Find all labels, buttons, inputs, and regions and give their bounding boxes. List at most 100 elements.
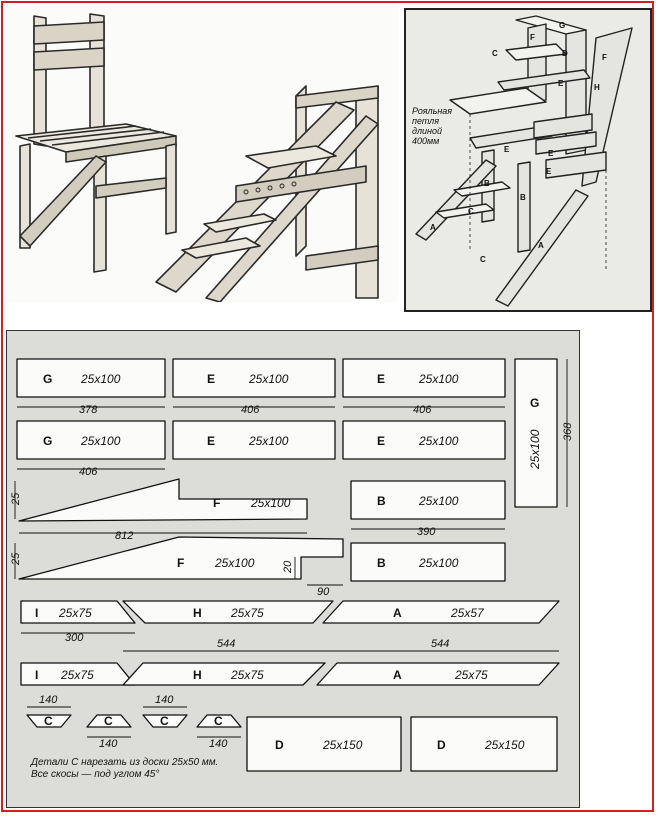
exploded-view: G F F C D E H E E E B B C A C A Рояльная…	[404, 8, 652, 312]
label-a2: A	[538, 241, 544, 250]
part-h1-size: 25x75	[230, 606, 264, 620]
label-g: G	[559, 21, 565, 30]
part-h2-size: 25x75	[230, 668, 264, 682]
part-h2-letter: H	[193, 668, 202, 682]
part-c2-letter: C	[104, 714, 113, 728]
part-g3-size: 25x100	[528, 429, 542, 470]
part-f1	[18, 478, 308, 522]
dim-c-top-2: 140	[155, 694, 174, 706]
part-c1-letter: C	[44, 714, 53, 728]
part-d1-letter: D	[275, 738, 284, 752]
part-d2-letter: D	[437, 738, 446, 752]
label-e3: E	[548, 149, 554, 158]
part-c4-letter: C	[214, 714, 223, 728]
part-f1-size: 25x100	[250, 496, 291, 510]
part-g1-size: 25x100	[80, 372, 121, 386]
dim-a-length: 544	[431, 638, 449, 650]
part-f2-letter: F	[177, 556, 184, 570]
part-i2-letter: I	[35, 668, 38, 682]
cutting-plan: G 25x100 E 25x100 E 25x100 G 25x100 E 25…	[6, 330, 580, 808]
part-g2	[16, 420, 166, 460]
part-d2-size: 25x150	[484, 738, 525, 752]
label-e: E	[558, 79, 564, 88]
part-e4-letter: E	[377, 434, 385, 448]
part-e1-size: 25x100	[248, 372, 289, 386]
dim-g-length-2: 406	[79, 466, 98, 478]
part-h2	[122, 662, 326, 686]
part-b1	[350, 480, 506, 520]
part-e3	[172, 420, 336, 460]
label-h: H	[594, 83, 600, 92]
part-d1	[246, 716, 402, 772]
part-e3-size: 25x100	[248, 434, 289, 448]
part-e2-letter: E	[377, 372, 385, 386]
part-e2-size: 25x100	[418, 372, 459, 386]
dim-c-bottom-1: 140	[99, 738, 118, 750]
dim-f-notch-width: 90	[317, 586, 330, 598]
part-d2	[410, 716, 558, 772]
label-e4: E	[546, 167, 552, 176]
part-c3-letter: C	[160, 714, 169, 728]
dim-f-end: 25	[10, 492, 22, 506]
label-b2: B	[520, 193, 526, 202]
part-i1-size: 25x75	[58, 606, 92, 620]
cutting-note-1: Детали С нарезать из доски 25x50 мм.	[30, 757, 218, 768]
hinge-note-2: петля	[412, 116, 439, 126]
part-c1	[26, 714, 72, 728]
chair-illustration	[6, 6, 398, 303]
part-i1	[20, 600, 136, 624]
part-a2-size: 25x75	[454, 668, 488, 682]
part-c3	[142, 714, 188, 728]
part-i1-letter: I	[35, 606, 38, 620]
dim-i-length: 300	[65, 632, 84, 644]
part-g1	[16, 358, 166, 398]
dim-e-length: 406	[241, 404, 260, 416]
part-g2-letter: G	[43, 434, 52, 448]
part-e3-letter: E	[207, 434, 215, 448]
part-e4-size: 25x100	[418, 434, 459, 448]
part-a1-size: 25x57	[450, 606, 485, 620]
label-f2: F	[602, 53, 607, 62]
part-e1	[172, 358, 336, 398]
part-e4	[342, 420, 506, 460]
dim-h-length: 544	[217, 638, 235, 650]
part-b1-letter: B	[377, 494, 386, 508]
dim-f-length: 812	[115, 530, 133, 542]
label-e2: E	[504, 145, 510, 154]
cutting-note-2: Все скосы — под углом 45°	[31, 769, 159, 780]
chair-drawing	[15, 13, 177, 273]
part-c4	[196, 714, 242, 728]
label-f: F	[530, 33, 535, 42]
hinge-note-3: длиной	[412, 126, 442, 136]
part-e2	[342, 358, 506, 398]
dim-c-bottom-2: 140	[209, 738, 228, 750]
library-ladder-drawing	[155, 85, 379, 303]
part-g3	[514, 358, 558, 508]
label-c2: C	[468, 207, 474, 216]
dim-c-top-1: 140	[39, 694, 58, 706]
dim-g-vertical: 368	[562, 422, 574, 441]
part-f2-size: 25x100	[214, 556, 255, 570]
dim-e-length-2: 406	[413, 404, 432, 416]
part-a1-letter: A	[393, 606, 402, 620]
dim-g-length: 378	[79, 404, 98, 416]
part-h1	[122, 600, 334, 624]
part-g2-size: 25x100	[80, 434, 121, 448]
hinge-note-1: Рояльная	[412, 106, 452, 116]
hinge-note-4: 400мм	[412, 136, 439, 146]
part-a1	[322, 600, 560, 624]
label-c: C	[492, 49, 498, 58]
part-a2-letter: A	[393, 668, 402, 682]
part-c2	[86, 714, 132, 728]
part-a2	[316, 662, 560, 686]
part-d1-size: 25x150	[322, 738, 363, 752]
part-f2	[18, 536, 344, 580]
dim-b-length: 390	[417, 526, 436, 538]
label-a: A	[430, 223, 436, 232]
part-g1-letter: G	[43, 372, 52, 386]
dim-f-notch-height: 20	[282, 560, 294, 574]
part-e1-letter: E	[207, 372, 215, 386]
dim-f-end-2: 25	[10, 552, 22, 566]
part-b2-letter: B	[377, 556, 386, 570]
